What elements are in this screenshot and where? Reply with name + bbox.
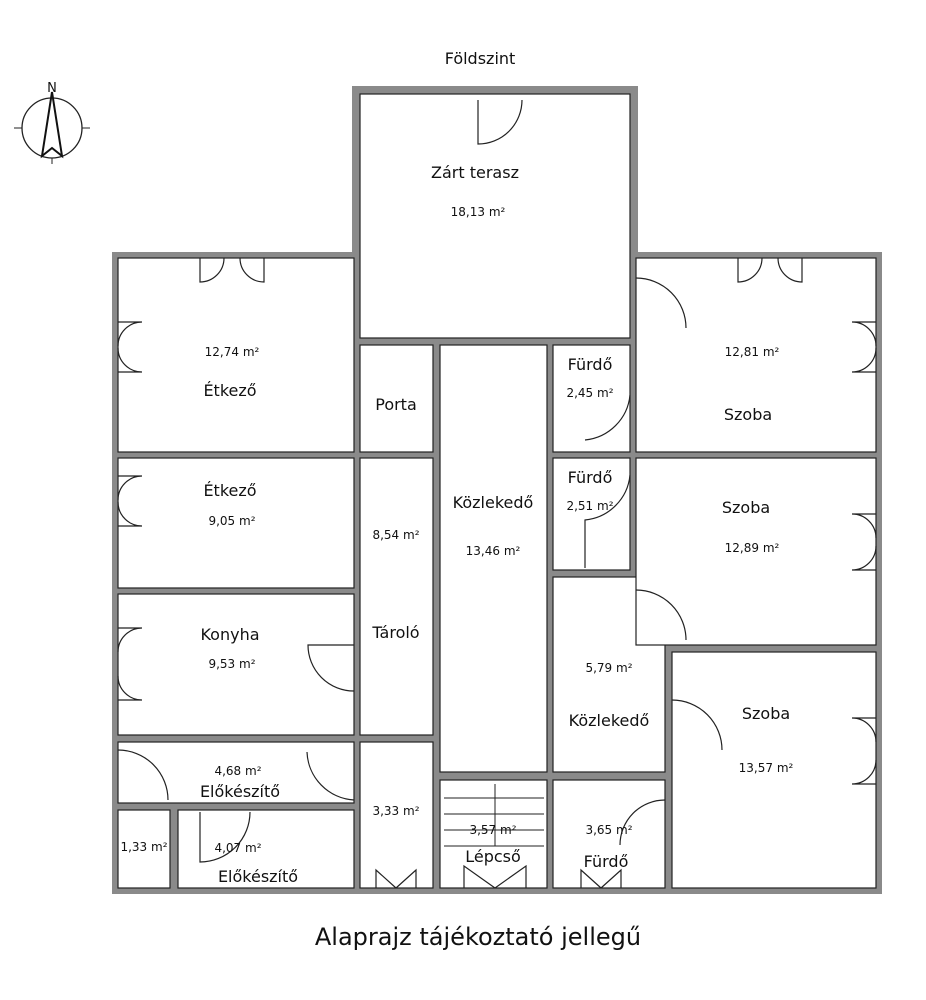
room-zart-terasz — [359, 93, 631, 339]
room-etkezo-1 — [117, 257, 355, 453]
room-area: 18,13 m² — [451, 205, 506, 219]
room-name: Szoba — [742, 704, 790, 723]
room-area: 4,07 m² — [214, 841, 261, 855]
caption: Alaprajz tájékoztató jellegű — [315, 923, 641, 951]
room-szoba-1 — [635, 257, 877, 453]
room-name: Porta — [375, 395, 417, 414]
room-name: Fürdő — [568, 355, 613, 374]
room-labels: Zárt terasz 18,13 m² Étkező 12,74 m² Étk… — [120, 163, 793, 886]
room-name: Lépcső — [465, 847, 521, 866]
room-furdo-2 — [552, 457, 631, 571]
room-area: 8,54 m² — [372, 528, 419, 542]
room-elokeszito-2 — [177, 809, 355, 889]
room-area: 3,57 m² — [469, 823, 516, 837]
door-icons — [117, 99, 877, 889]
room-area: 13,57 m² — [739, 761, 794, 775]
room-area: 9,53 m² — [208, 657, 255, 671]
compass-icon: N — [14, 81, 90, 164]
room-name: Tároló — [371, 623, 419, 642]
room-area: 5,79 m² — [585, 661, 632, 675]
room-name: Közlekedő — [569, 711, 650, 730]
room-area: 4,68 m² — [214, 764, 261, 778]
compass-north-label: N — [47, 81, 57, 96]
room-small — [117, 809, 171, 889]
room-area: 9,05 m² — [208, 514, 255, 528]
room-area: 12,74 m² — [205, 345, 260, 359]
room-szoba-3 — [671, 651, 877, 889]
room-szoba-2 — [635, 457, 877, 646]
room-area: 3,65 m² — [585, 823, 632, 837]
room-name: Közlekedő — [453, 493, 534, 512]
room-name: Konyha — [200, 625, 259, 644]
room-name: Szoba — [724, 405, 772, 424]
room-area: 2,45 m² — [566, 386, 613, 400]
room-area: 1,33 m² — [120, 840, 167, 854]
room-name: Előkészítő — [218, 867, 298, 886]
room-porta — [359, 344, 434, 453]
room-name: Zárt terasz — [431, 163, 519, 182]
room-name: Étkező — [203, 381, 256, 400]
room-furdo-3 — [552, 779, 666, 889]
room-elokeszito-1 — [117, 741, 355, 804]
stairs-icon — [444, 784, 544, 847]
room-area: 13,46 m² — [466, 544, 521, 558]
room-storage-small — [359, 741, 434, 889]
room-area: 3,33 m² — [372, 804, 419, 818]
room-area: 12,81 m² — [725, 345, 780, 359]
room-tarolo — [359, 457, 434, 736]
room-name: Étkező — [203, 481, 256, 500]
floor-title: Földszint — [445, 49, 516, 68]
room-furdo-1 — [552, 344, 631, 453]
room-etkezo-2 — [117, 457, 355, 589]
room-area: 2,51 m² — [566, 499, 613, 513]
room-kozlekedo-1 — [439, 344, 548, 773]
room-name: Szoba — [722, 498, 770, 517]
room-name: Előkészítő — [200, 782, 280, 801]
room-name: Fürdő — [568, 468, 613, 487]
room-konyha — [117, 593, 355, 736]
room-area: 12,89 m² — [725, 541, 780, 555]
room-name: Fürdő — [584, 852, 629, 871]
